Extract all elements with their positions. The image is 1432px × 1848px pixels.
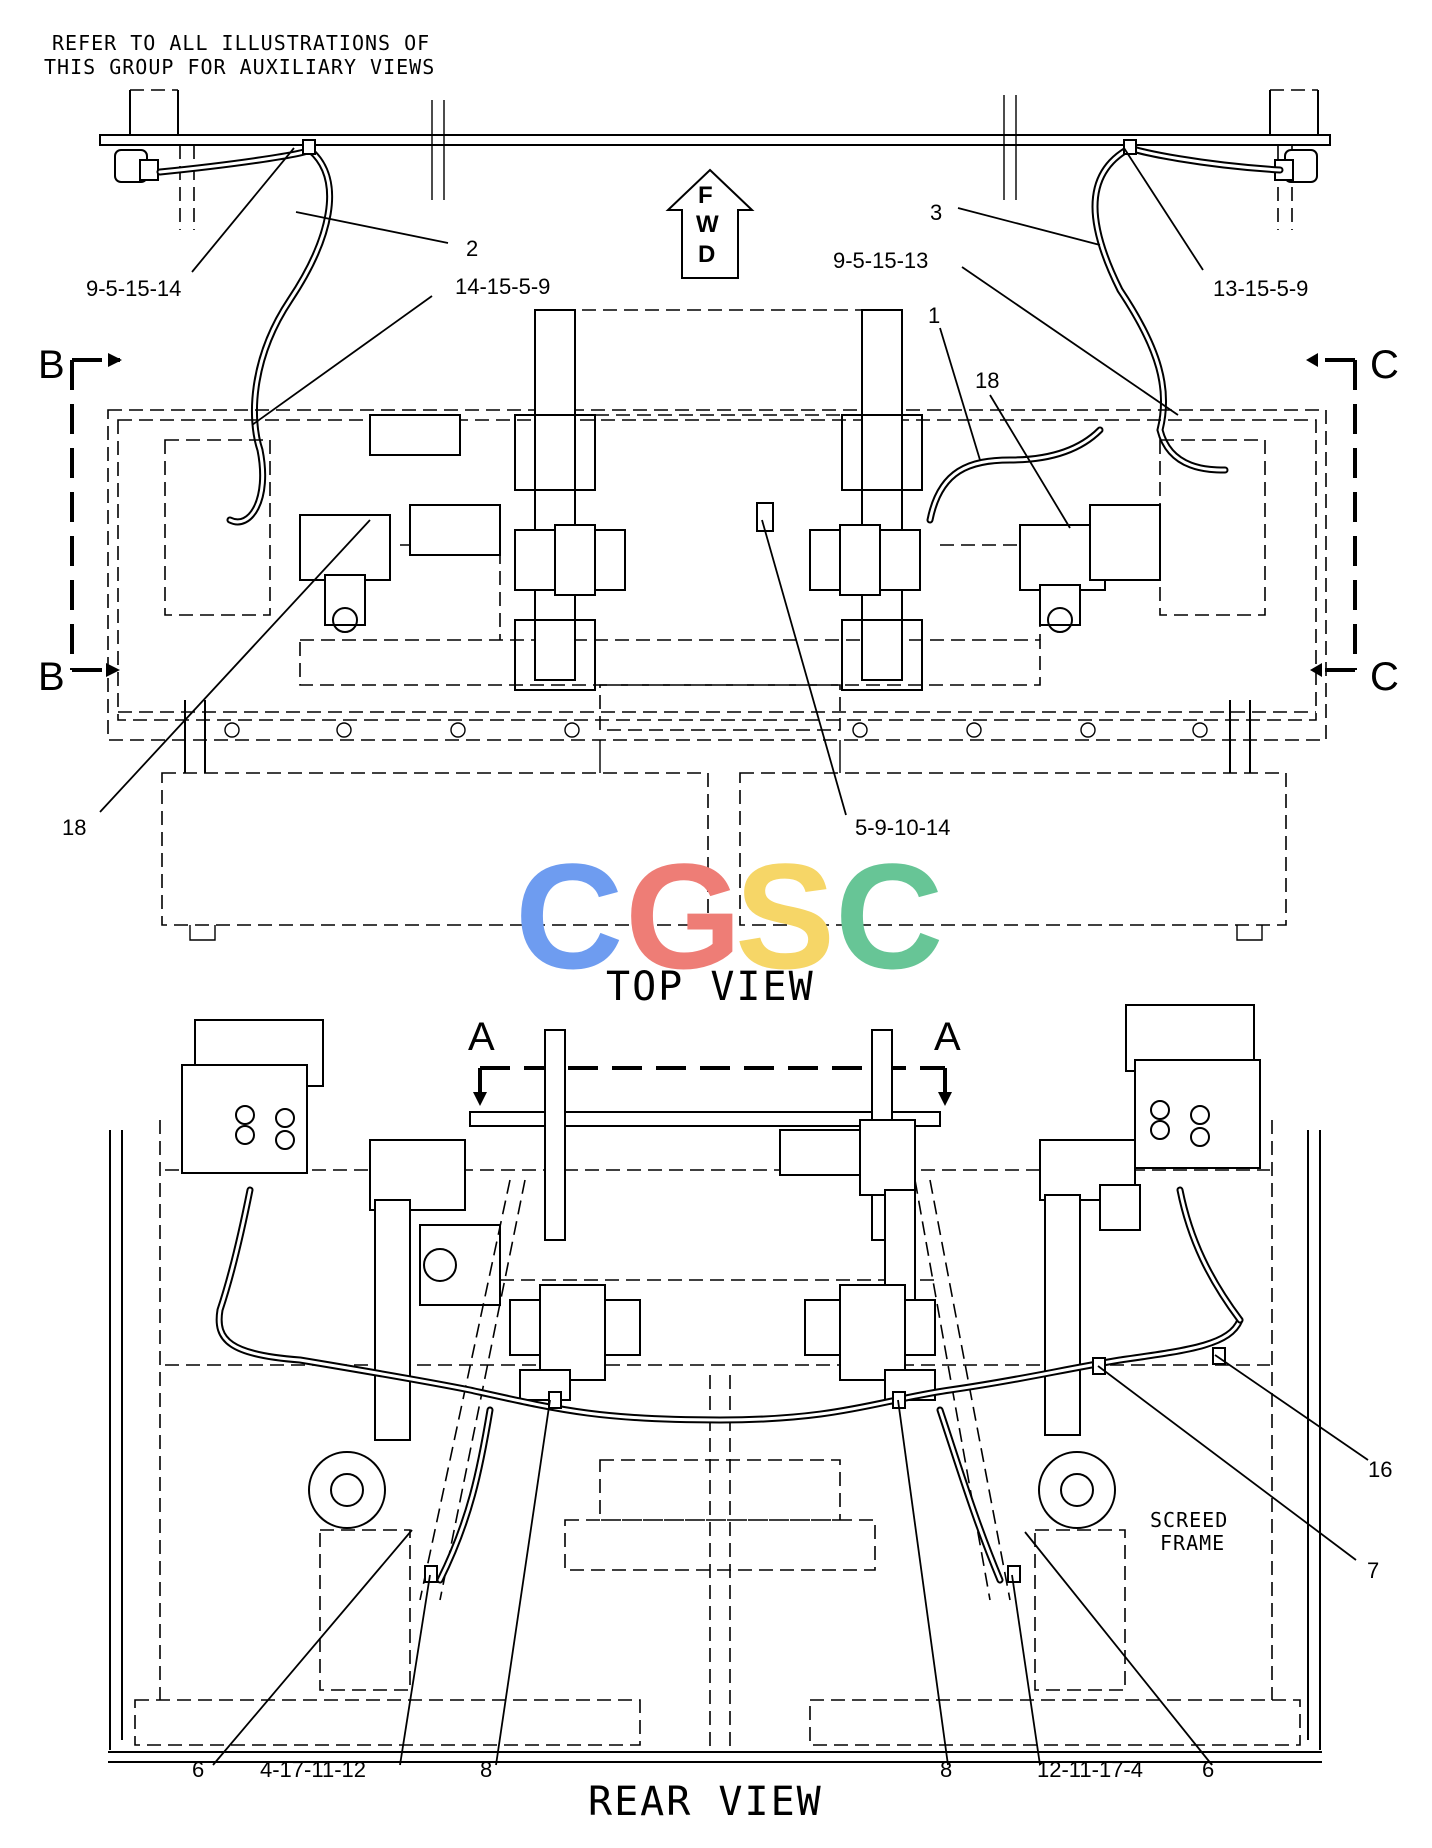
callout-2: 2 [466,236,478,261]
callout-18-left: 18 [62,815,86,840]
note-line-1: REFER TO ALL ILLUSTRATIONS OF [52,31,430,55]
section-b-bottom-label: B [38,655,65,699]
callout-1: 1 [928,303,940,328]
callout-5-9-10-14: 5-9-10-14 [855,815,950,840]
callout-4-17-11-12: 4-17-11-12 [260,1757,366,1782]
section-a-right-label: A [934,1015,961,1059]
screed-frame-label-1: SCREED [1150,1508,1228,1532]
watermark-letter: C [835,832,943,1000]
section-c-markers: C C [1306,343,1399,699]
callout-8-right: 8 [940,1757,952,1782]
top-view-leaders [99,147,1204,816]
section-a-left-label: A [468,1015,495,1059]
callout-6-left: 6 [192,1757,204,1782]
top-view-callouts: 2 3 9-5-15-14 9-5-15-13 14-15-5-9 13-15-… [62,200,1308,840]
callout-6-right: 6 [1202,1757,1214,1782]
callout-13-15-5-9: 13-15-5-9 [1213,276,1308,301]
section-c-bottom-label: C [1370,655,1399,699]
callout-18-right: 18 [975,368,999,393]
fwd-letter-f: F [698,182,713,209]
rear-view-drawing [108,1004,1322,1763]
top-view-drawing [99,89,1331,941]
watermark-letter: C [515,832,623,1000]
watermark-letter: S [735,832,835,1000]
callout-9-5-15-14: 9-5-15-14 [86,276,181,301]
top-view-title: TOP VIEW [606,964,815,1010]
rear-view-title: REAR VIEW [588,1779,823,1825]
callout-3: 3 [930,200,942,225]
callout-12-11-17-4: 12-11-17-4 [1037,1757,1143,1782]
callout-9-5-15-13: 9-5-15-13 [833,248,928,273]
section-a-markers: A A [468,1015,961,1106]
rear-view-leaders [212,1354,1369,1766]
callout-8-left: 8 [480,1757,492,1782]
screed-frame-label-2: FRAME [1160,1531,1225,1555]
callout-16: 16 [1368,1457,1392,1482]
section-c-top-label: C [1370,343,1399,387]
note-line-2: THIS GROUP FOR AUXILIARY VIEWS [44,55,435,79]
watermark-letter: G [625,832,742,1000]
section-b-top-label: B [38,343,65,387]
section-b-markers: B B [38,343,122,699]
callout-7: 7 [1367,1558,1379,1583]
fwd-letter-w: W [696,211,719,238]
rear-view-callouts: 16 7 6 4-17-11-12 8 8 12-11-17-4 6 [192,1457,1392,1782]
fwd-letter-d: D [698,241,715,268]
callout-14-15-5-9: 14-15-5-9 [455,274,550,299]
